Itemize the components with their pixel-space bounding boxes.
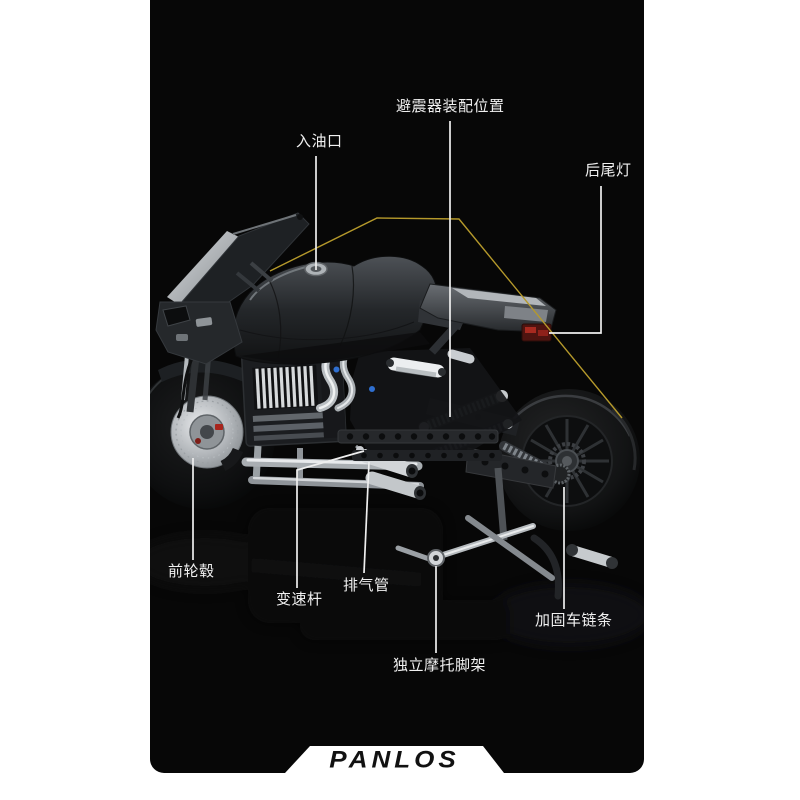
callout-reinforced-chain: 加固车链条 [535, 612, 613, 629]
callout-tail-light: 后尾灯 [585, 162, 632, 179]
leader-gear-lever [296, 450, 365, 588]
callout-oil-filler: 入油口 [296, 133, 343, 150]
callout-gear-lever: 变速杆 [276, 591, 323, 608]
mid-frame [337, 348, 522, 461]
photo-panel: PANLOS [150, 0, 644, 773]
front-fairing [155, 301, 243, 365]
floor-reflection [150, 508, 644, 647]
callout-shock-absorber-position: 避震器装配位置 [396, 98, 505, 115]
callout-front-wheel-hub: 前轮毂 [168, 563, 215, 580]
tail-unit [418, 283, 557, 355]
callout-exhaust-pipe: 排气管 [343, 577, 390, 594]
fuel-tank [232, 255, 437, 366]
leader-exhaust [363, 461, 370, 574]
kickstand-assembly [395, 467, 618, 600]
highlight-line [269, 217, 623, 419]
brand-logo-text: PANLOS [329, 745, 460, 773]
motorcycle-illustration [150, 121, 644, 653]
callout-kickstand: 独立摩托脚架 [393, 657, 487, 674]
leader-tail-light [549, 186, 602, 334]
brand-logo-notch: PANLOS [285, 746, 504, 773]
headlight [162, 305, 191, 327]
tail-light-lamp [521, 323, 552, 342]
